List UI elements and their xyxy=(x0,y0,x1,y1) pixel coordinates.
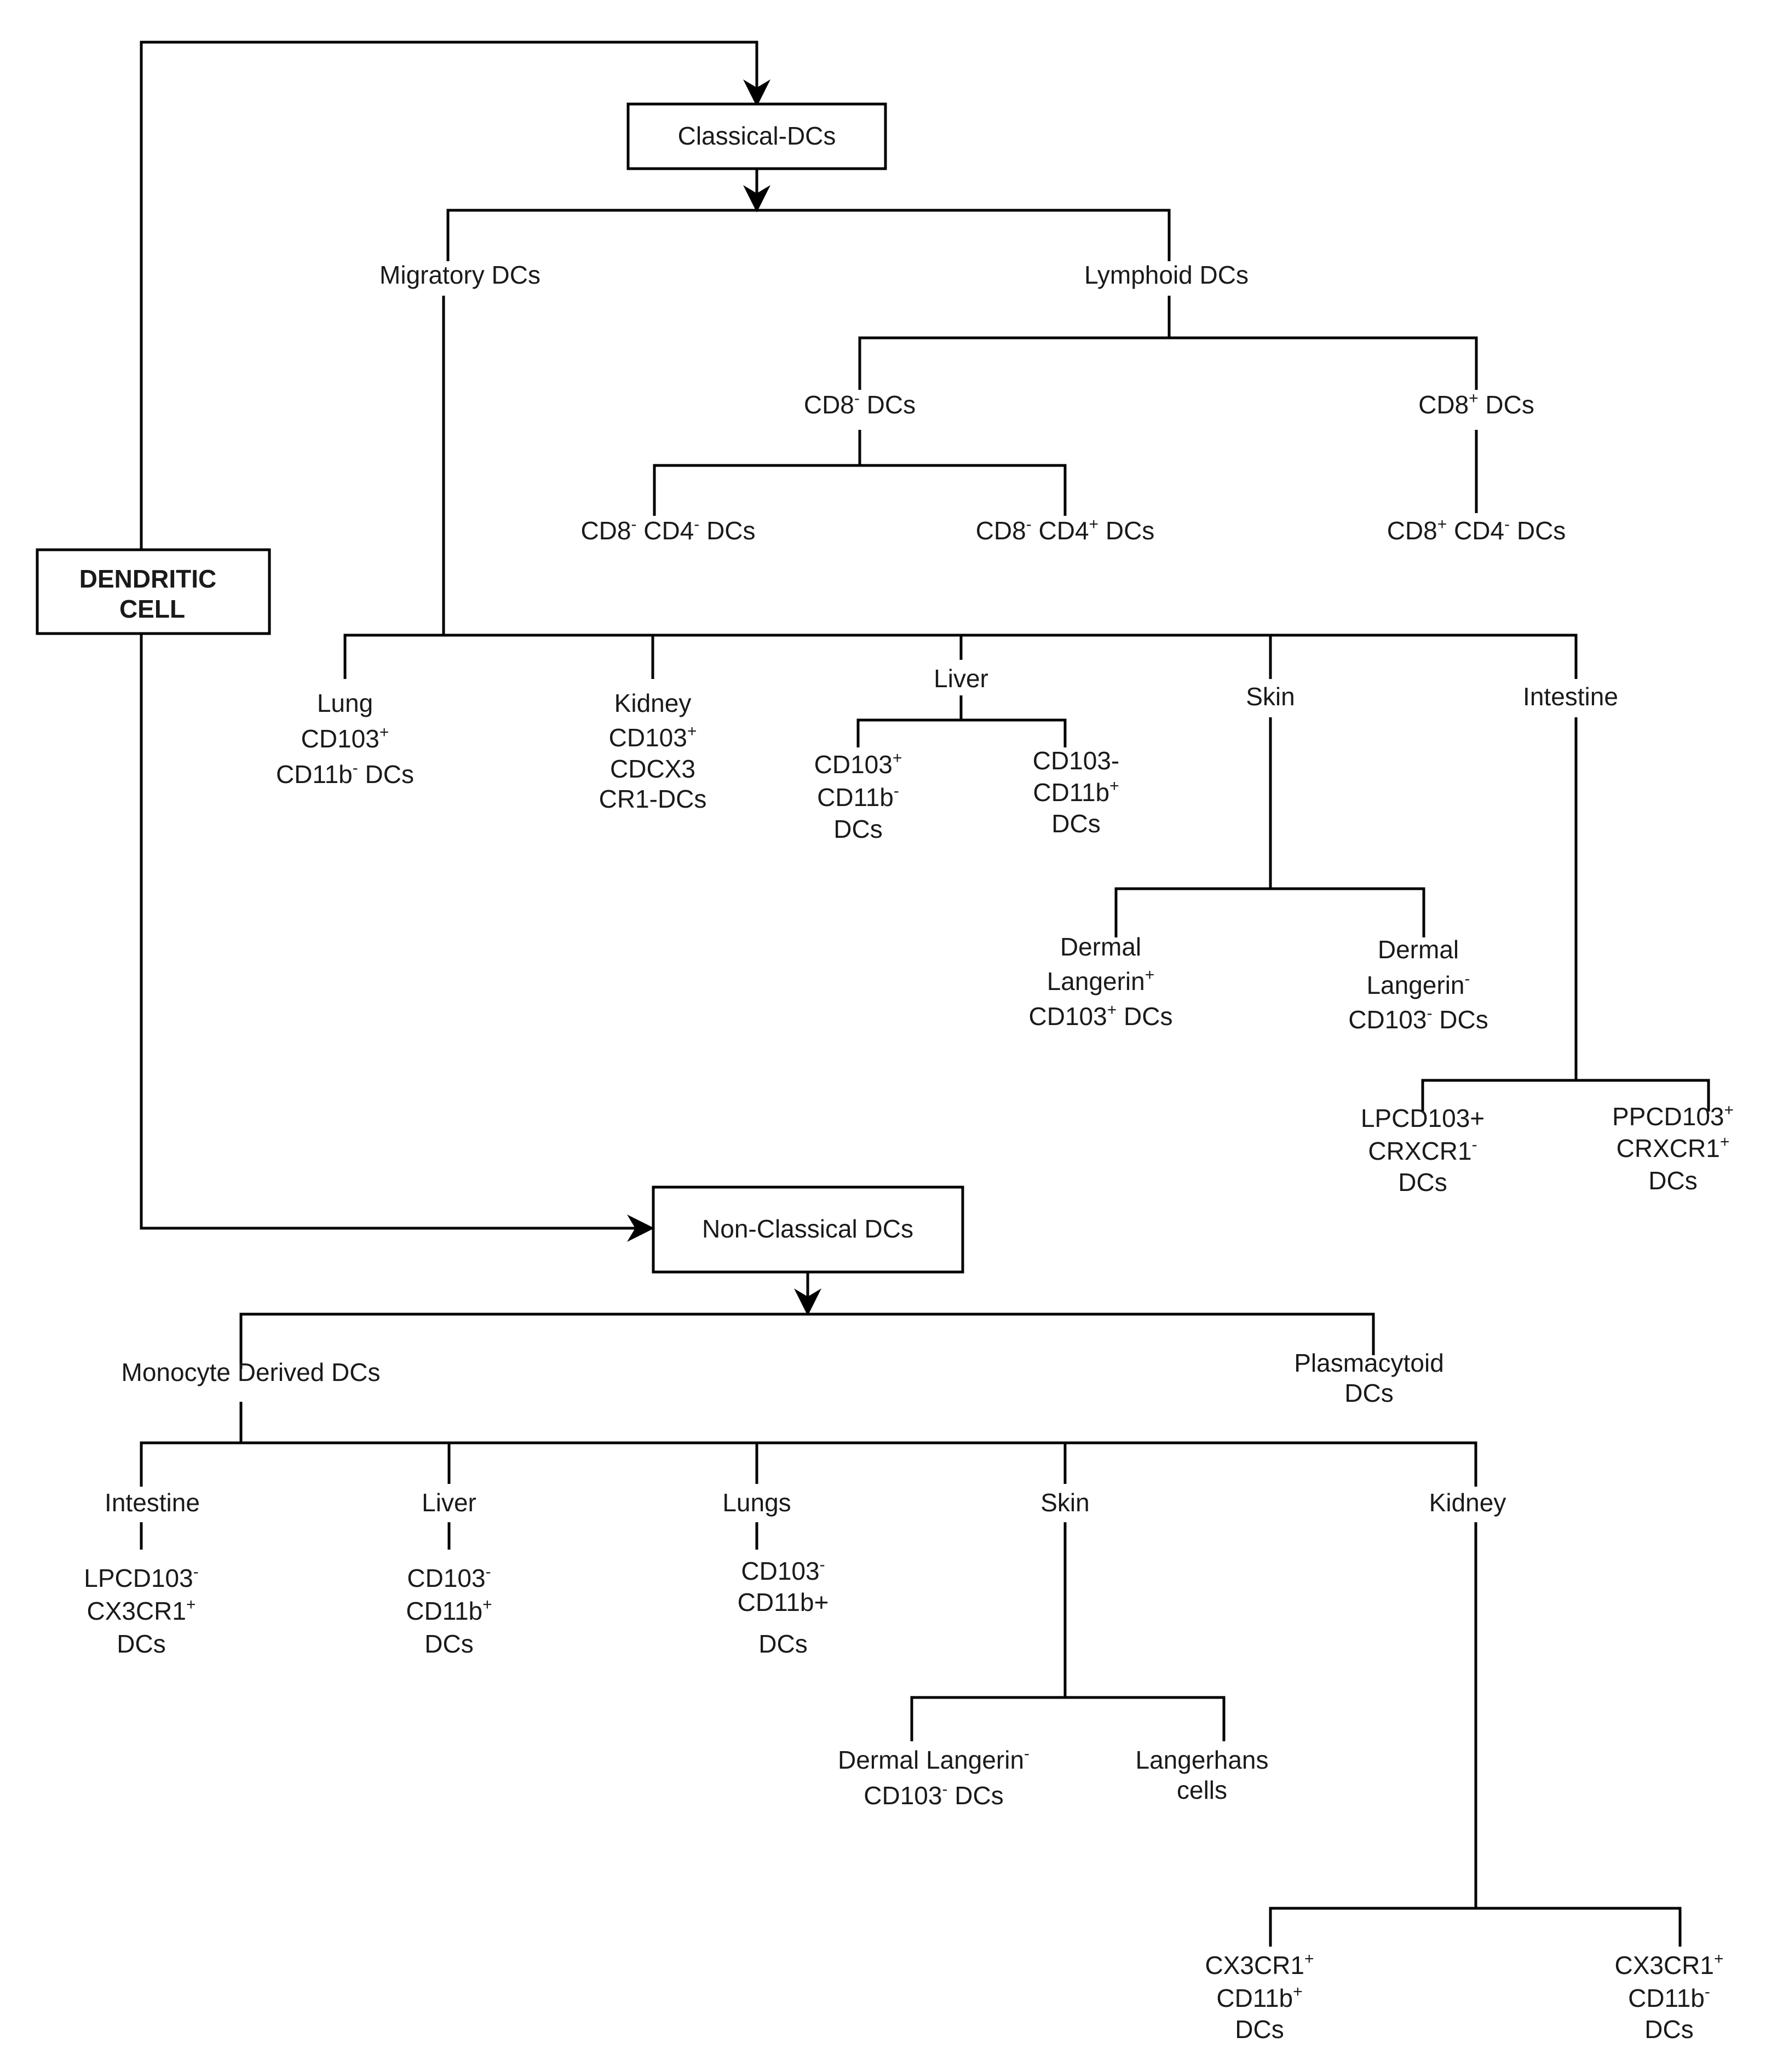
nc-skin-right-l1: Langerhans xyxy=(1136,1746,1269,1774)
intestine-right-l2: CRXCR1+ xyxy=(1617,1133,1730,1162)
nonclassical-title: Non-Classical DCs xyxy=(702,1215,913,1243)
cd8neg-dcs-label: CD8- DCs xyxy=(804,389,916,419)
skin-left-l1: Dermal xyxy=(1060,933,1141,961)
migratory-lung-node: Lung CD103+ CD11b- DCs xyxy=(276,689,414,788)
monocyte-derived-label: Monocyte Derived DCs xyxy=(122,1358,381,1386)
migratory-kidney-node: Kidney CD103+ CDCX3 CR1-DCs xyxy=(599,689,707,813)
cd8neg-split xyxy=(653,464,1067,516)
liver-right-l3: DCs xyxy=(1051,809,1100,838)
nc-intestine-l3: DCs xyxy=(117,1630,165,1658)
skin-right-l2: Langerin- xyxy=(1366,970,1470,999)
skin-right-l3: CD103- DCs xyxy=(1348,1004,1488,1034)
liver-left-l3: DCs xyxy=(833,815,882,843)
intestine-left-l1: LPCD103+ xyxy=(1361,1104,1485,1132)
intestine-left-l2: CRXCR1- xyxy=(1368,1136,1477,1165)
root-node: DENDRITIC CELL xyxy=(36,548,271,635)
liver-label: Liver xyxy=(934,664,988,693)
skin-split xyxy=(1114,887,1425,937)
plasmacytoid-l2: DCs xyxy=(1344,1379,1393,1407)
lung-label: Lung xyxy=(317,689,373,717)
nc-liver-l2: CD11b+ xyxy=(406,1596,492,1625)
root-label-2: CELL xyxy=(119,595,185,623)
classical-title: Classical-DCs xyxy=(678,122,836,150)
nc-intestine-label: Intestine xyxy=(105,1488,200,1517)
cd8pos-dcs-label: CD8+ DCs xyxy=(1418,389,1534,419)
intestine-split xyxy=(1421,1079,1710,1112)
kidney-cdcx3-label: CDCX3 xyxy=(610,755,695,783)
liver-split xyxy=(856,718,1067,747)
root-to-nonclassical-arrow xyxy=(140,634,654,1242)
liver-left-l2: CD11b- xyxy=(817,782,899,811)
connectors xyxy=(140,41,1710,1947)
nc-kidney-node: Kidney CX3CR1+ CD11b+ DCs CX3CR1+ CD11b-… xyxy=(1205,1488,1723,2044)
nc-liver-l1: CD103- xyxy=(407,1563,491,1592)
liver-right-l2: CD11b+ xyxy=(1033,777,1119,807)
nonclassical-split xyxy=(239,1313,1375,1369)
liver-right-l1: CD103- xyxy=(1033,746,1120,775)
lymphoid-dcs-label: Lymphoid DCs xyxy=(1084,261,1249,289)
migratory-intestine-node: Intestine LPCD103+ CRXCR1- DCs PPCD103+ … xyxy=(1361,682,1734,1196)
nc-liver-l3: DCs xyxy=(424,1630,473,1658)
skin-right-l1: Dermal xyxy=(1378,935,1459,964)
cd8pos-cd4neg-label: CD8+ CD4- DCs xyxy=(1387,515,1566,545)
nc-kidney-left-l1: CX3CR1+ xyxy=(1205,1950,1314,1979)
nc-kidney-right-l3: DCs xyxy=(1644,2015,1693,2044)
nc-intestine-node: Intestine LPCD103- CX3CR1+ DCs xyxy=(84,1488,200,1658)
nc-kidney-split xyxy=(1269,1907,1682,1947)
monocyte-tissue-bus xyxy=(140,1441,1477,1487)
nc-kidney-label: Kidney xyxy=(1429,1488,1506,1517)
skin-left-l2: Langerin+ xyxy=(1047,966,1155,995)
nc-kidney-right-l1: CX3CR1+ xyxy=(1614,1950,1723,1979)
nc-skin-right-l2: cells xyxy=(1177,1776,1227,1804)
nc-skin-split xyxy=(910,1696,1226,1741)
lymphoid-split xyxy=(858,336,1478,390)
skin-left-l3: CD103+ DCs xyxy=(1029,1001,1173,1031)
kidney-cr1-label: CR1-DCs xyxy=(599,785,707,813)
classical-split xyxy=(446,209,1171,261)
nc-lungs-l3: DCs xyxy=(758,1630,807,1658)
nc-liver-label: Liver xyxy=(422,1488,476,1517)
lung-cd103-label: CD103+ xyxy=(301,723,389,753)
nc-kidney-right-l2: CD11b- xyxy=(1628,1983,1710,2012)
nc-lungs-node: Lungs CD103- CD11b+ DCs xyxy=(722,1488,829,1658)
kidney-cd103-label: CD103+ xyxy=(609,722,697,752)
migratory-liver-node: Liver CD103+ CD11b- DCs CD103- CD11b+ DC… xyxy=(814,664,1120,843)
skin-label: Skin xyxy=(1246,682,1295,711)
nonclassical-box xyxy=(652,1185,964,1274)
root-to-classical-arrow xyxy=(140,41,770,550)
nc-skin-label: Skin xyxy=(1040,1488,1089,1517)
cd8neg-cd4neg-label: CD8- CD4- DCs xyxy=(580,515,755,545)
classical-node: Classical-DCs xyxy=(626,102,887,170)
root-label-1: DENDRITIC xyxy=(79,565,216,593)
migratory-dcs-label: Migratory DCs xyxy=(379,261,540,289)
nc-kidney-left-l3: DCs xyxy=(1235,2015,1284,2044)
nc-skin-left-l2: CD103- DCs xyxy=(864,1780,1003,1810)
kidney-label: Kidney xyxy=(614,689,692,717)
nc-lungs-l1: CD103- xyxy=(741,1556,825,1585)
root-box xyxy=(36,548,271,635)
intestine-label: Intestine xyxy=(1523,682,1618,711)
nc-intestine-l1: LPCD103- xyxy=(84,1563,198,1592)
lung-cd11b-label: CD11b- DCs xyxy=(276,759,414,788)
intestine-left-l3: DCs xyxy=(1398,1168,1447,1196)
nc-kidney-left-l2: CD11b+ xyxy=(1216,1983,1302,2012)
nc-lungs-l2: CD11b+ xyxy=(738,1588,829,1616)
intestine-right-l1: PPCD103+ xyxy=(1612,1101,1734,1131)
nonclassical-node: Non-Classical DCs xyxy=(652,1185,964,1274)
migratory-skin-node: Skin Dermal Langerin+ CD103+ DCs Dermal … xyxy=(1029,682,1488,1034)
plasmacytoid-l1: Plasmacytoid xyxy=(1294,1349,1444,1377)
nc-intestine-l2: CX3CR1+ xyxy=(87,1596,195,1625)
nc-skin-left-l1: Dermal Langerin- xyxy=(838,1745,1029,1774)
liver-left-l1: CD103+ xyxy=(814,749,902,779)
nc-lungs-label: Lungs xyxy=(722,1488,791,1517)
nc-liver-node: Liver CD103- CD11b+ DCs xyxy=(406,1488,492,1658)
cd8neg-cd4pos-label: CD8- CD4+ DCs xyxy=(976,515,1155,545)
intestine-right-l3: DCs xyxy=(1648,1166,1697,1195)
classical-box xyxy=(626,102,887,170)
nc-skin-node: Skin Dermal Langerin- CD103- DCs Langerh… xyxy=(838,1488,1269,1810)
